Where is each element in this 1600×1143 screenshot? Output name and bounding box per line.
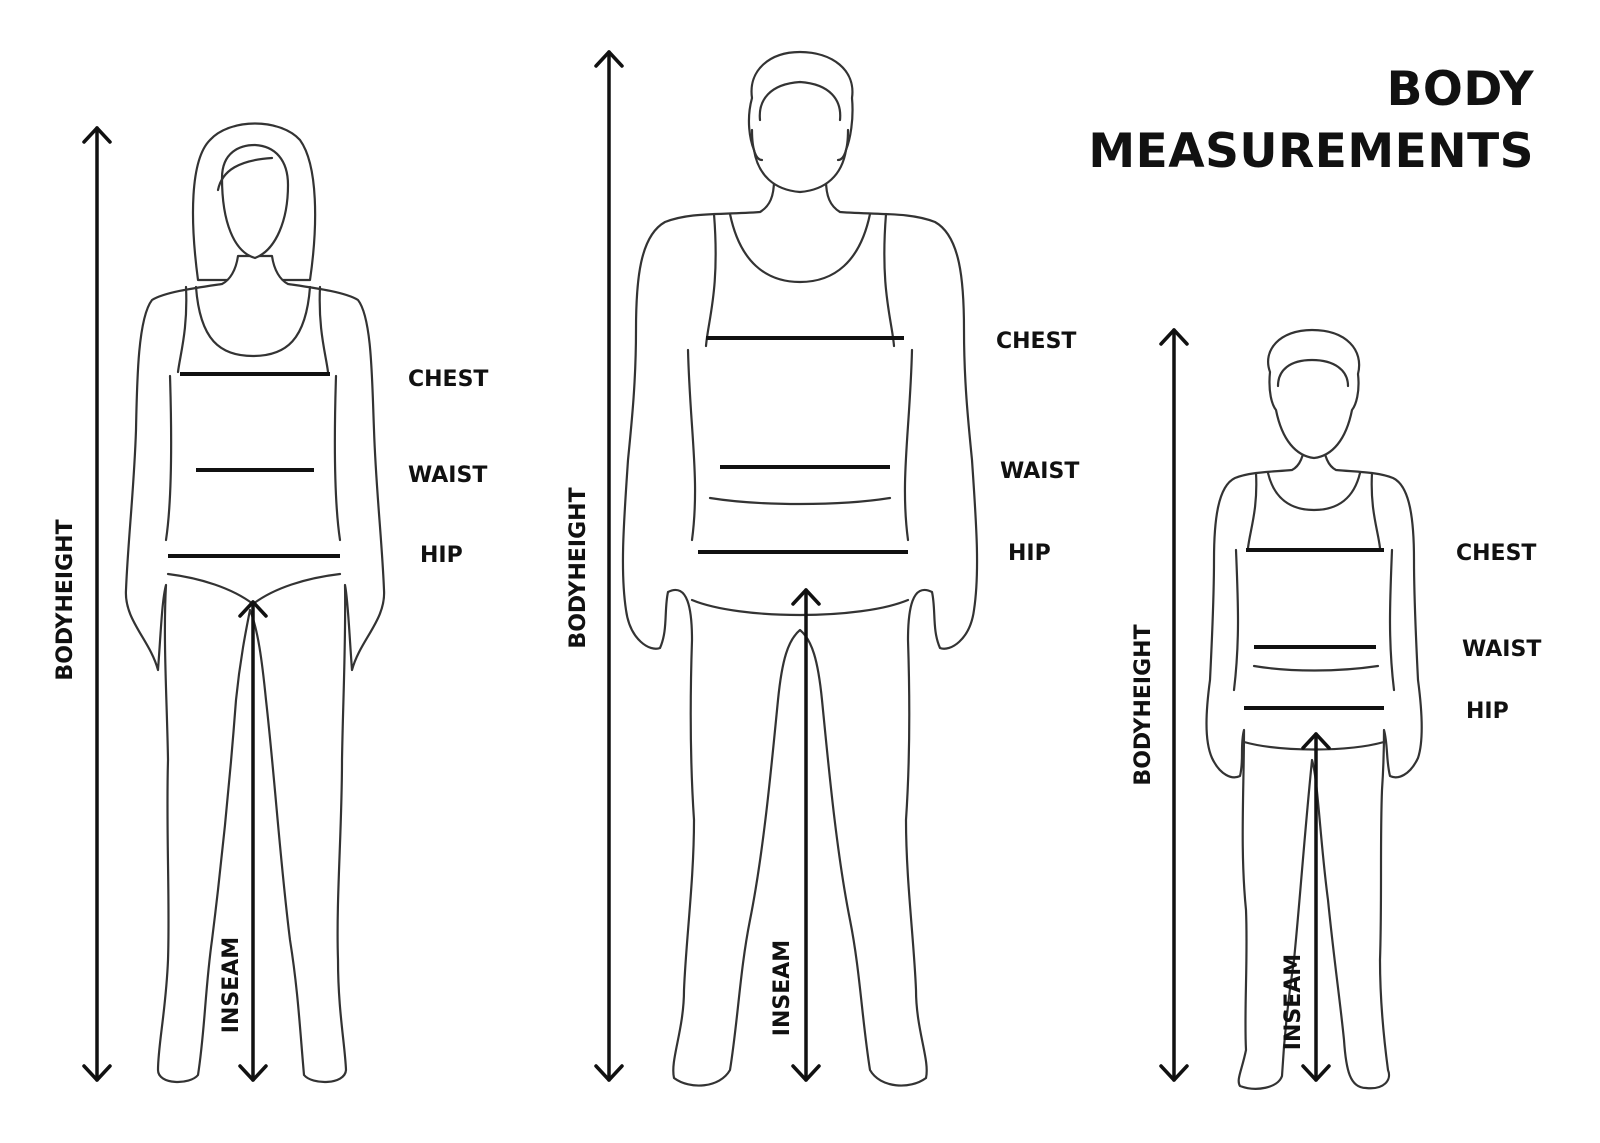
- woman-body-outline: [124, 254, 386, 1083]
- child-bodyheight-label: BODYHEIGHT: [1131, 624, 1156, 785]
- woman-hip-label: HIP: [420, 543, 463, 568]
- man-chest-label: CHEST: [996, 329, 1076, 354]
- man-body-outline: [621, 178, 979, 1087]
- child-head: [1267, 328, 1361, 460]
- woman-face: [220, 143, 290, 260]
- child-hip-label: HIP: [1466, 699, 1509, 724]
- woman-figure: CHEST WAIST HIP BODYHEIGHT INSEAM: [53, 122, 488, 1083]
- man-figure: CHEST WAIST HIP BODYHEIGHT INSEAM: [566, 50, 1079, 1087]
- woman-waist-label: WAIST: [408, 463, 487, 488]
- man-hip-label: HIP: [1008, 541, 1051, 566]
- man-inseam-label: INSEAM: [770, 940, 795, 1036]
- child-waist-label: WAIST: [1462, 637, 1541, 662]
- child-chest-label: CHEST: [1456, 541, 1536, 566]
- title-line-1: BODY: [1386, 62, 1534, 117]
- title-line-2: MEASUREMENTS: [1088, 124, 1534, 179]
- woman-bodyheight-label: BODYHEIGHT: [53, 519, 78, 680]
- man-head: [747, 50, 854, 194]
- woman-inseam-label: INSEAM: [219, 937, 244, 1033]
- man-bodyheight-label: BODYHEIGHT: [566, 487, 591, 648]
- child-body-outline: [1205, 443, 1423, 1090]
- child-figure: CHEST WAIST HIP BODYHEIGHT INSEAM: [1131, 328, 1541, 1090]
- man-waist-label: WAIST: [1000, 459, 1079, 484]
- child-inseam-label: INSEAM: [1281, 954, 1306, 1050]
- woman-chest-label: CHEST: [408, 367, 488, 392]
